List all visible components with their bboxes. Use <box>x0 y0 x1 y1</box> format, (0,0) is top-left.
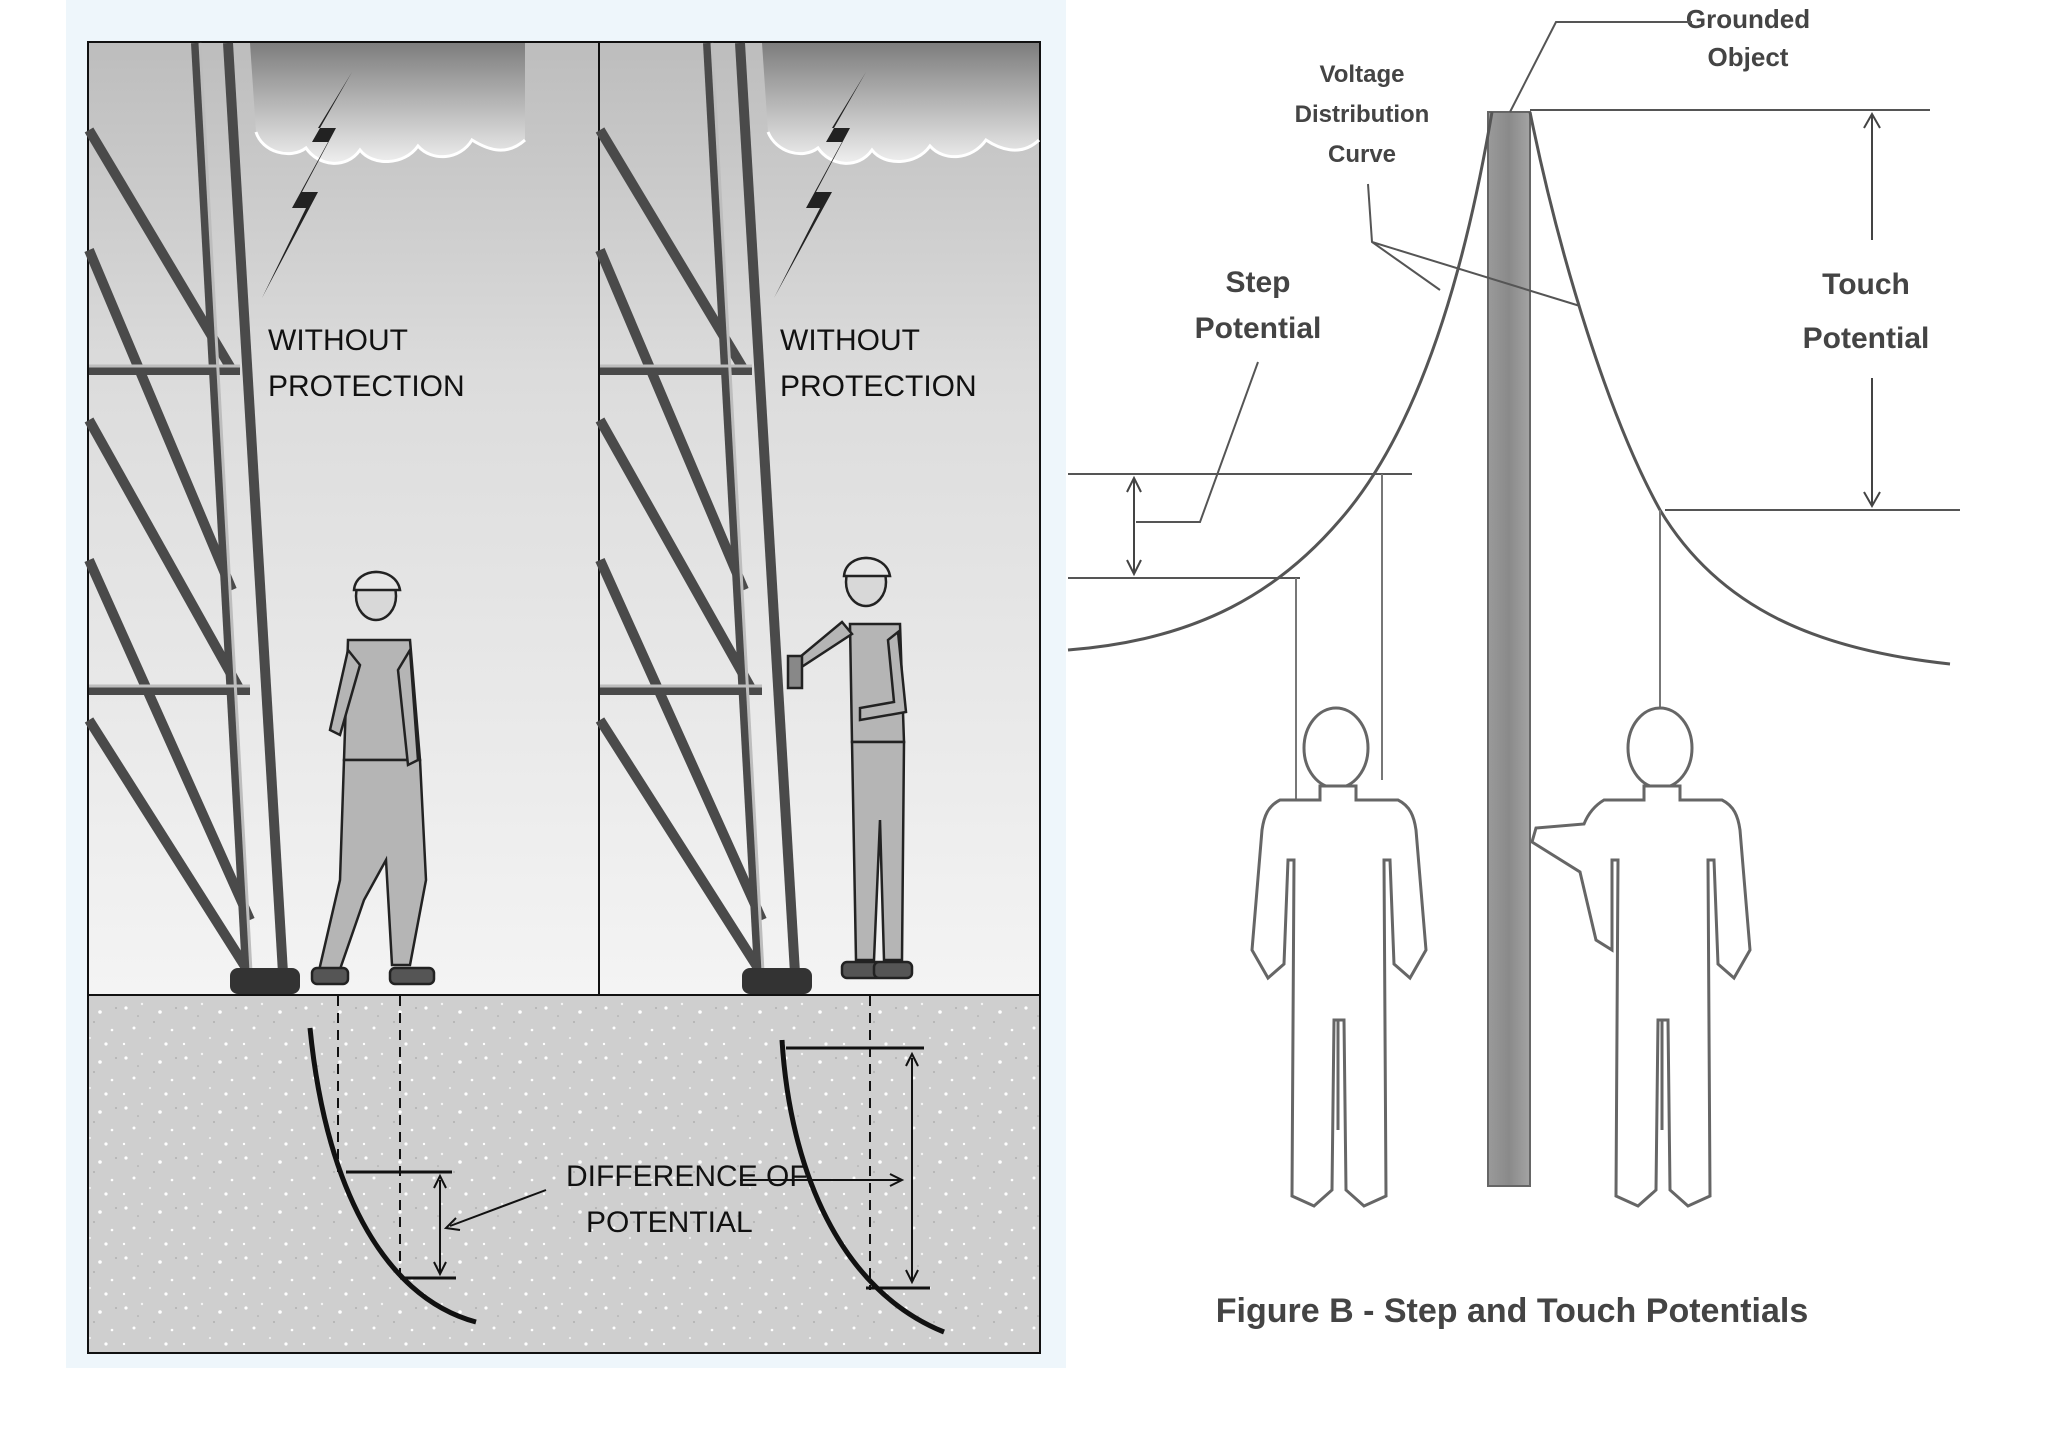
voltage-curve-leaders <box>1367 183 1581 307</box>
panel-b-potential-gradient <box>740 996 945 1335</box>
panel-b-label-line1: WITHOUT <box>780 324 920 357</box>
panel-walking-worker: WITHOUT PROTECTION <box>84 42 598 995</box>
step-potential-arrow <box>1126 475 1142 577</box>
panel-a-label-line1: WITHOUT <box>268 324 408 357</box>
difference-label-line1: DIFFERENCE OF <box>566 1160 808 1193</box>
touch-potential-arrow <box>1863 111 1881 509</box>
touching-worker <box>786 556 914 980</box>
touch-potential-label-line1: Touch <box>1822 268 1910 301</box>
potential-reference-lines <box>1068 109 1960 579</box>
tower-footing <box>742 968 812 994</box>
touch-potential-label-line2: Potential <box>1803 322 1930 355</box>
step-potential-label-line2: Potential <box>1195 312 1322 345</box>
grounded-object-label-line1: Grounded <box>1686 4 1810 34</box>
lightning-bolt-icon <box>262 72 352 298</box>
voltage-curve-label-line2: Distribution <box>1295 101 1430 128</box>
walking-worker <box>310 570 436 986</box>
voltage-curve-left <box>1067 111 1494 652</box>
difference-label-line2: POTENTIAL <box>586 1206 753 1239</box>
curve-drop-lines <box>1295 474 1661 836</box>
grounded-object-leader <box>1509 21 1692 113</box>
steel-tower <box>595 42 801 993</box>
step-potential-leader <box>1136 361 1259 523</box>
panel-b-label-line2: PROTECTION <box>780 370 977 403</box>
grounded-object-pole <box>1487 111 1531 1187</box>
voltage-curve-label-line3: Curve <box>1328 141 1396 168</box>
figure-caption: Figure B - Step and Touch Potentials <box>1216 1292 1809 1330</box>
storm-cloud <box>250 43 527 165</box>
storm-cloud <box>762 43 1041 165</box>
steel-tower <box>84 42 289 993</box>
panel-touching-worker: WITHOUT PROTECTION <box>595 42 1041 995</box>
sky-background <box>600 43 1039 995</box>
tower-footing <box>230 968 300 994</box>
person-touch-potential <box>1530 706 1752 1208</box>
person-step-potential <box>1250 706 1428 1208</box>
panel-a-potential-gradient <box>307 996 547 1325</box>
right-figure: Grounded Object Voltage Distribution Cur… <box>1067 4 1960 1330</box>
voltage-curve-label-line1: Voltage <box>1320 61 1405 88</box>
grounded-object-label-line2: Object <box>1708 42 1789 72</box>
voltage-curve-right <box>1528 111 1951 666</box>
left-figure: WITHOUT PROTECTION <box>66 0 1066 1368</box>
panel-a-label-line2: PROTECTION <box>268 370 465 403</box>
step-potential-label-line1: Step <box>1225 266 1290 299</box>
lightning-bolt-icon <box>774 72 866 298</box>
